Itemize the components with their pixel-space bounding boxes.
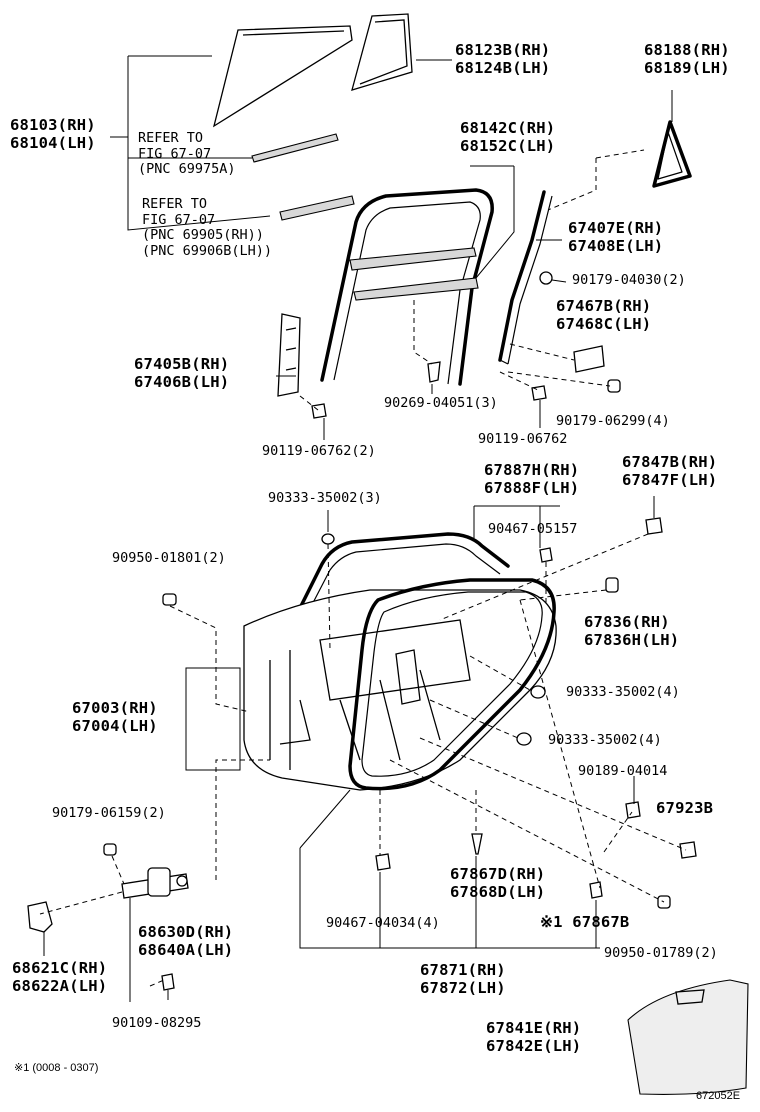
clip-67867b [589,881,603,899]
label-check-68630: 68630D(RH)68640A(LH) [138,923,234,959]
belt-moulding-outer [251,133,339,163]
label-plug-90950-01789: 90950-01789(2) [604,945,718,961]
label-clip-90179-04030: 90179-04030(2) [572,272,686,288]
door-weatherstrip-lower [348,578,556,791]
label-cover-67841: 67841E(RH)67842E(LH) [486,1019,582,1055]
label-clip-90467-04034: 90467-04034(4) [326,915,440,931]
label-clip-67847: 67847B(RH)67847F(LH) [622,453,718,489]
label-bolt-90119-b: 90119-06762 [478,431,568,447]
clip-67836 [605,577,619,593]
figure-code: 672052E [696,1090,741,1102]
door-check [121,867,189,899]
label-bolt-90119-a: 90119-06762(2) [262,443,376,459]
screw-90269 [427,361,441,383]
bolt-90119-a [311,403,327,419]
clip-67847 [645,517,663,535]
vent-glass [652,120,692,188]
glass-run-channel [320,188,494,386]
label-clip-90179-06299: 90179-06299(4) [556,413,670,429]
clip-67923 [679,841,697,859]
label-glass-vent: 68188(RH)68189(LH) [644,41,730,77]
plug-90333-3 [321,533,335,545]
label-bolt-90109: 90109-08295 [112,1015,202,1031]
bolt-90119-b [531,385,547,401]
label-glass-quarter: 68123B(RH)68124B(LH) [455,41,551,77]
label-clip-67867b: ※1 67867B [540,913,630,931]
plug-90333-4a [530,685,546,699]
quarter-glass [351,13,413,91]
label-bracket-67467: 67467B(RH)67468C(LH) [556,297,652,333]
footnote: ※1 (0008 - 0307) [14,1062,99,1074]
rear-door-sash [498,190,553,365]
front-door-sash [277,313,301,397]
label-weatherstrip-67871: 67871(RH)67872(LH) [420,961,506,997]
clip-90179-04030 [539,271,553,285]
plug-90950-01801 [162,593,177,606]
label-clip-67836: 67836(RH)67836H(LH) [584,613,680,649]
service-hole-cover [627,979,749,1095]
label-clip-90189: 90189-04014 [578,763,668,779]
door-panel [243,589,557,791]
door-glass-main [212,25,353,128]
bolt-90109 [161,973,175,991]
bracket-67467 [573,345,605,373]
label-weatherstrip-67887: 67887H(RH)67888F(LH) [484,461,580,497]
belt-moulding-inner [279,195,355,221]
label-clip-90179-06159: 90179-06159(2) [52,805,166,821]
label-run-channel: 68142C(RH)68152C(LH) [460,119,556,155]
plug-90333-4b [516,732,532,746]
label-plug-90950-01801: 90950-01801(2) [112,550,226,566]
label-clip-90467-05157: 90467-05157 [488,521,578,537]
clip-90189 [625,801,641,819]
label-plug-90333-4b: 90333-35002(4) [548,732,662,748]
label-hinge-68621: 68621C(RH)68622A(LH) [12,959,108,995]
label-screw-90269: 90269-04051(3) [384,395,498,411]
label-plug-90333-3: 90333-35002(3) [268,490,382,506]
label-clip-67867d: 67867D(RH)67868D(LH) [450,865,546,901]
label-sash-front: 67405B(RH)67406B(LH) [134,355,230,391]
clip-90467-04034 [375,853,391,871]
clip-67867d [471,833,483,855]
label-clip-67923: 67923B [656,799,714,817]
door-hinge [27,901,53,933]
clip-90467-05157 [539,547,553,563]
label-plug-90333-4a: 90333-35002(4) [566,684,680,700]
label-door-panel: 67003(RH)67004(LH) [72,699,158,735]
label-glass-main: 68103(RH)68104(LH) [10,116,96,152]
label-sash-rear: 67407E(RH)67408E(LH) [568,219,664,255]
clip-90179-06159 [103,843,117,856]
door-weatherstrip-upper [292,532,510,625]
